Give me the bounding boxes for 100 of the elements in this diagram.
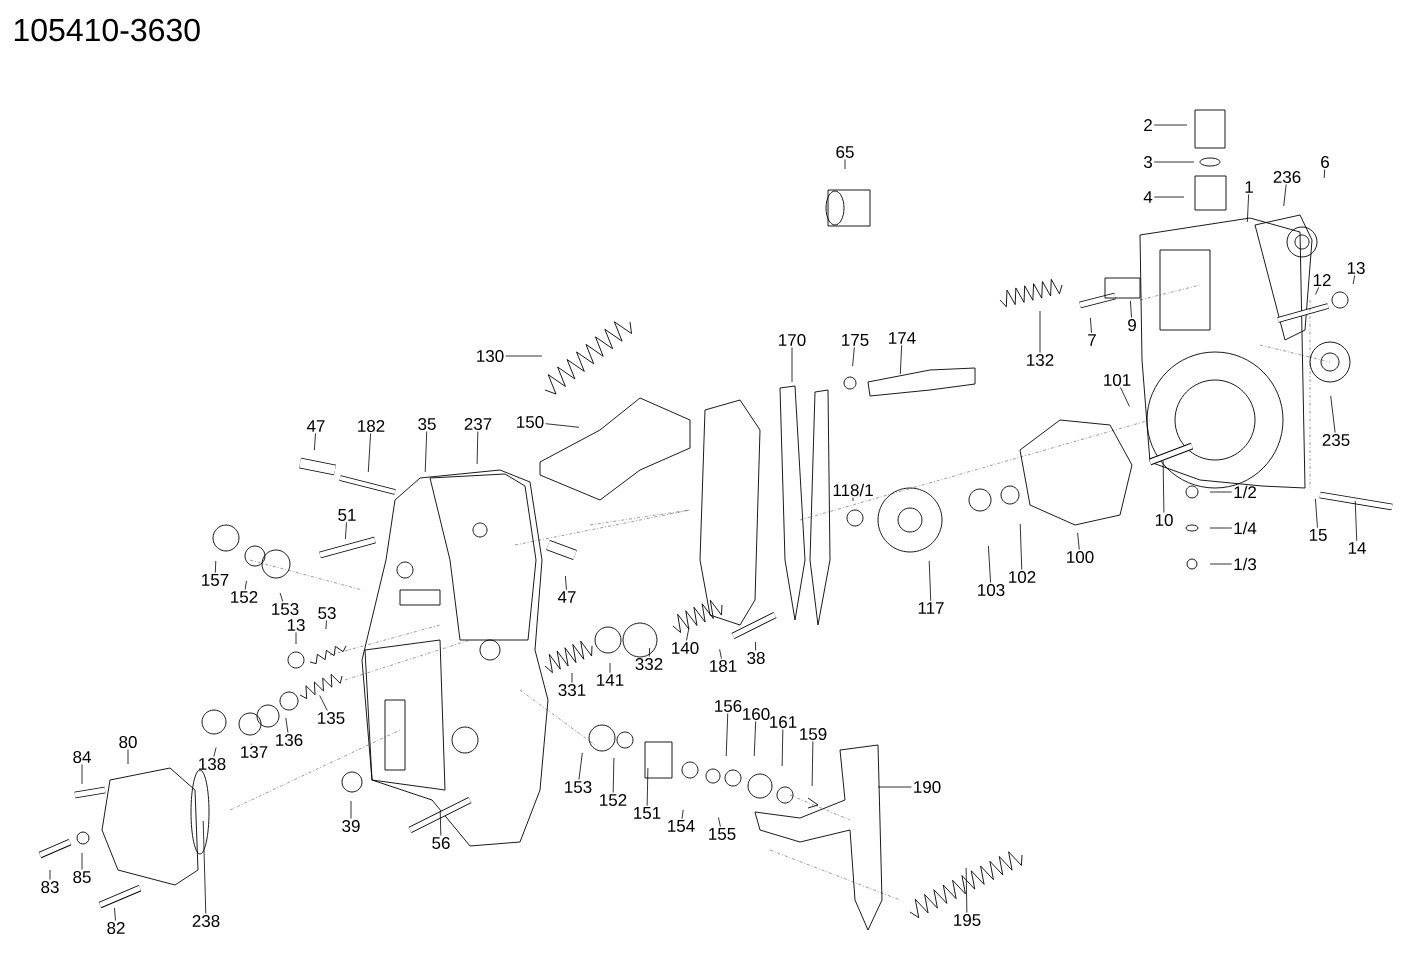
leader-line xyxy=(899,344,903,375)
leader-line xyxy=(476,431,479,465)
callout-number: 3 xyxy=(1143,156,1152,169)
leader-line xyxy=(1153,161,1195,163)
callout-number: 151 xyxy=(634,807,661,819)
leader-line xyxy=(718,817,721,828)
callout-number: 138 xyxy=(199,758,226,771)
callout-number: 235 xyxy=(1322,434,1350,447)
leader-line xyxy=(571,672,573,683)
callout-number: 136 xyxy=(276,734,303,747)
callout-number: 9 xyxy=(1128,319,1136,332)
leader-line xyxy=(725,713,729,757)
leader-line xyxy=(1209,491,1233,493)
leader-line xyxy=(345,522,347,540)
leader-line xyxy=(1019,523,1023,570)
leader-line xyxy=(1077,532,1080,550)
leader-line xyxy=(127,749,129,765)
leader-line xyxy=(202,820,207,914)
callout-number: 10 xyxy=(1155,514,1173,527)
callout-number: 181 xyxy=(710,660,737,673)
leader-line xyxy=(1315,287,1320,295)
leader-line xyxy=(214,560,217,574)
callout-number: 157 xyxy=(202,574,229,586)
leader-line xyxy=(439,810,442,836)
callout-number: 135 xyxy=(318,712,345,725)
callout-number: 6 xyxy=(1321,156,1329,169)
callout-number: 190 xyxy=(914,781,941,794)
leader-line xyxy=(965,867,968,913)
leader-line xyxy=(350,800,352,819)
leader-line xyxy=(646,767,649,807)
callout-number: 237 xyxy=(464,418,492,431)
callout-number: 238 xyxy=(192,915,220,928)
leader-line xyxy=(325,620,327,630)
leader-line xyxy=(877,786,912,788)
leader-line xyxy=(49,869,51,880)
callout-number: 100 xyxy=(1067,551,1094,564)
leader-line xyxy=(852,497,854,502)
leader-line xyxy=(648,647,650,657)
callout-number: 56 xyxy=(432,837,450,850)
leader-line xyxy=(1153,196,1185,198)
callout-number: 132 xyxy=(1027,354,1054,367)
leader-line xyxy=(1315,498,1318,529)
callout-number: 102 xyxy=(1009,571,1036,584)
callout-number: 1 xyxy=(1245,181,1253,193)
leader-line xyxy=(285,717,289,733)
callout-number: 83 xyxy=(41,881,59,894)
leader-line xyxy=(844,159,846,170)
leader-line xyxy=(1283,184,1287,207)
leader-line xyxy=(578,752,583,780)
leader-line xyxy=(244,580,247,590)
leader-line xyxy=(545,423,580,428)
callout-number: 14 xyxy=(1348,542,1366,554)
leader-line xyxy=(1354,500,1358,542)
leader-line xyxy=(367,433,371,473)
leader-line xyxy=(1209,563,1233,565)
leader-line xyxy=(1352,275,1356,285)
callout-number: 53 xyxy=(318,607,336,620)
callout-number: 118/1 xyxy=(833,483,873,497)
leader-line xyxy=(781,729,784,767)
leader-line xyxy=(565,575,567,591)
leader-line xyxy=(719,649,722,659)
callout-number: 80 xyxy=(119,736,137,749)
leader-line xyxy=(81,764,83,785)
callout-number: 154 xyxy=(668,820,695,832)
callout-number: 101 xyxy=(1104,374,1131,387)
callout-number: 150 xyxy=(517,416,544,429)
leader-line xyxy=(1130,300,1132,318)
callout-number: 182 xyxy=(358,420,385,433)
leader-line xyxy=(81,852,83,870)
title: 105410-3630 xyxy=(14,18,200,42)
leader-line xyxy=(791,347,793,383)
callout-number: 7 xyxy=(1088,334,1096,346)
callout-number: 161 xyxy=(770,716,797,729)
callout-number: 47 xyxy=(306,420,325,432)
callout-number: 170 xyxy=(779,334,806,347)
callout-number: 35 xyxy=(418,418,436,431)
callout-number: 141 xyxy=(597,674,624,686)
leader-line xyxy=(1209,527,1233,529)
callout-number: 331 xyxy=(558,684,586,697)
leader-line xyxy=(424,431,428,473)
leader-line xyxy=(609,662,611,674)
leader-line xyxy=(505,355,543,357)
leader-line xyxy=(811,741,814,787)
callout-number: 1/2 xyxy=(1234,485,1256,499)
callout-number: 12 xyxy=(1313,274,1331,286)
leader-line xyxy=(1162,460,1165,513)
leader-line xyxy=(1330,395,1336,433)
callout-number: 332 xyxy=(635,658,663,671)
callout-number: 13 xyxy=(287,619,305,632)
callout-number: 175 xyxy=(842,334,869,346)
callout-number: 153 xyxy=(272,603,299,616)
leader-line xyxy=(852,347,855,367)
callout-number: 1/3 xyxy=(1234,557,1257,571)
leader-line xyxy=(213,747,217,757)
leader-line xyxy=(928,560,932,602)
callout-number: 137 xyxy=(241,746,268,759)
callout-number: 174 xyxy=(889,332,916,344)
callout-number: 236 xyxy=(1273,171,1301,184)
callout-number: 195 xyxy=(954,914,981,927)
callout-number: 51 xyxy=(338,509,356,521)
